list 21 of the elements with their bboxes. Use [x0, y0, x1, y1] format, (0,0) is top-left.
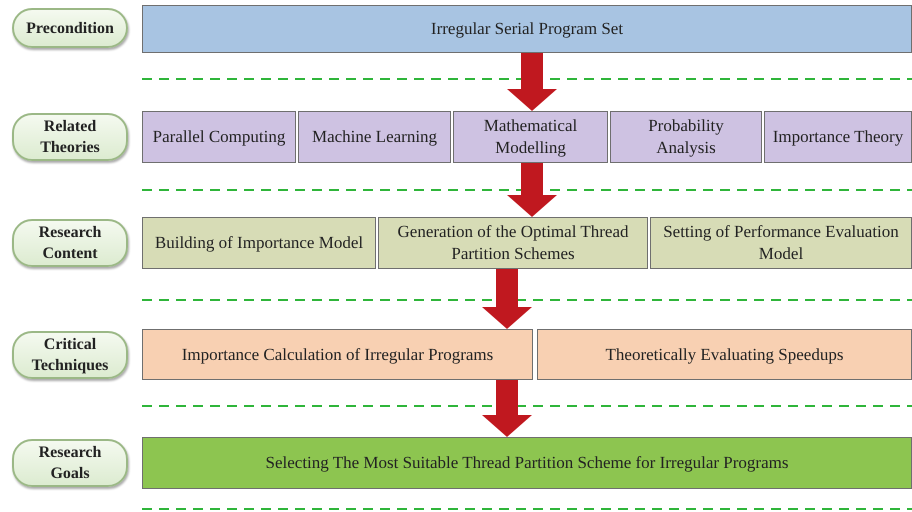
- process-box: Irregular Serial Program Set: [142, 5, 912, 53]
- process-box: Selecting The Most Suitable Thread Partition Scheme for Irregular Programs: [142, 437, 912, 489]
- stage-label: Related Theories: [12, 113, 128, 161]
- process-box: Importance Calculation of Irregular Programs: [142, 329, 533, 380]
- stage-label: Research Goals: [12, 439, 128, 487]
- arrow: [507, 53, 557, 111]
- stage-label: Research Content: [12, 219, 128, 267]
- stage-label: Critical Techniques: [12, 331, 128, 379]
- arrow: [482, 380, 532, 437]
- process-box: Building of Importance Model: [142, 217, 376, 269]
- process-box: Setting of Performance Evaluation Model: [650, 217, 912, 269]
- arrow: [482, 269, 532, 329]
- process-box: Generation of the Optimal Thread Partition Schemes: [378, 217, 648, 269]
- process-box: Machine Learning: [298, 111, 451, 163]
- process-box: Importance Theory: [764, 111, 912, 163]
- process-box: Mathematical Modelling: [453, 111, 608, 163]
- process-box: Probability Analysis: [610, 111, 762, 163]
- stage-label: Precondition: [12, 8, 128, 48]
- process-box: Theoretically Evaluating Speedups: [537, 329, 912, 380]
- process-box: Parallel Computing: [142, 111, 296, 163]
- arrow: [507, 163, 557, 217]
